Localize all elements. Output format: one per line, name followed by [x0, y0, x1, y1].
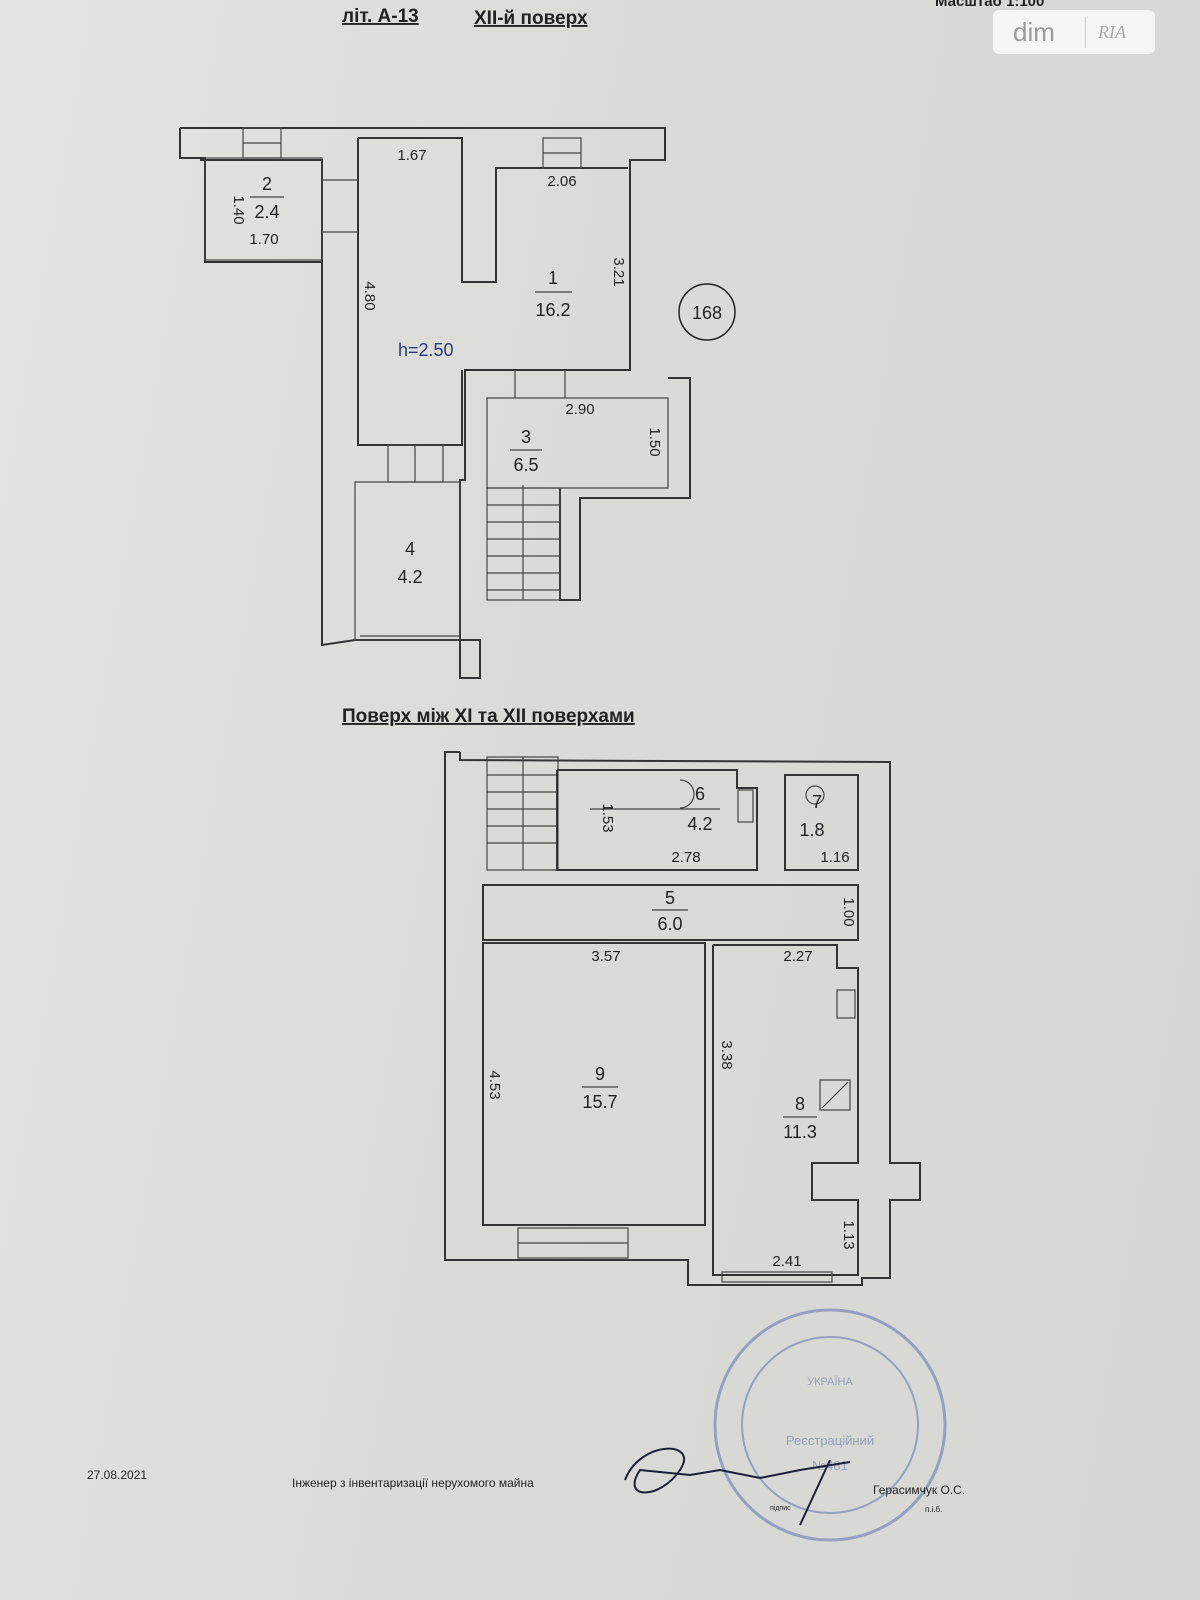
room-6-outline: [556, 769, 758, 871]
dimension: 1.50: [646, 427, 663, 456]
name-caption: п.і.б.: [925, 1505, 943, 1514]
building-number: 168: [692, 303, 722, 323]
dimension: 2.06: [547, 173, 576, 190]
dimension: 1.00: [840, 897, 857, 926]
room-number: 3: [521, 427, 531, 447]
room-area: 2.4: [254, 202, 279, 222]
floor-title: ХІІ-й поверх: [474, 8, 588, 29]
building-number-circle: [678, 283, 736, 341]
svg-text:Реєстраційний: Реєстраційний: [786, 1433, 874, 1448]
dimension: 2.27: [783, 948, 812, 965]
room-area: 6.5: [513, 455, 538, 475]
room-area: 4.2: [397, 567, 422, 587]
dimension: 1.13: [840, 1220, 857, 1249]
toilet-icon: [805, 785, 825, 805]
official-stamp: УКРАЇНА Реєстраційний №481: [713, 1308, 947, 1542]
dimension: 1.40: [230, 195, 247, 224]
room-5-outline: [482, 884, 859, 941]
room-number: 8: [795, 1094, 805, 1114]
room-area: 1.8: [799, 820, 824, 840]
ceiling-height: h=2.50: [398, 340, 454, 360]
room-area: 4.2: [687, 814, 712, 834]
logo-text-ria: RIA: [1098, 21, 1126, 42]
dimension: 1.16: [820, 849, 849, 866]
room-area: 15.7: [582, 1092, 617, 1112]
engineer-label: Інженер з інвентаризації нерухомого майн…: [292, 1476, 534, 1490]
dimension: 1.70: [249, 231, 278, 248]
room-number: 1: [548, 268, 558, 288]
logo-text-dim: dim: [993, 16, 1086, 48]
room-number: 5: [665, 888, 675, 908]
letter-heading: літ. А-13: [342, 6, 419, 27]
dimension: 3.21: [610, 257, 627, 286]
room-7-outline: [784, 774, 859, 871]
room-number: 9: [595, 1064, 605, 1084]
room-8-outline: [712, 944, 859, 1276]
signature-caption: підпис: [770, 1505, 791, 1512]
dimension: 2.41: [772, 1253, 801, 1270]
engineer-name: Герасимчук О.С.: [873, 1483, 966, 1497]
room-number: 7: [812, 792, 822, 812]
room-number: 6: [695, 784, 705, 804]
sink-icon: [836, 989, 856, 1019]
dimension: 3.38: [718, 1040, 735, 1069]
room-area: 11.3: [783, 1122, 817, 1142]
dimension: 1.53: [599, 803, 616, 832]
stairs: [486, 485, 561, 601]
windows-doors: [242, 127, 582, 637]
svg-text:УКРАЇНА: УКРАЇНА: [807, 1376, 853, 1388]
room-area: 6.0: [657, 914, 682, 934]
scale-label: Масштаб 1:100: [935, 0, 1044, 10]
lower-plan-title: Поверх між XI та XII поверхами: [342, 706, 635, 727]
dimension: 2.90: [565, 401, 594, 418]
document-date: 27.08.2021: [87, 1468, 148, 1482]
room-4-outline: [354, 481, 461, 641]
lower-floor-plan: 6 4.2 7 1.8 5 6.0 9 15.7 8 11.3 1.53 2.7…: [444, 751, 921, 1286]
room-9-outline: [482, 942, 706, 1226]
upper-floor-plan: 168 h=2.50 1 16.2 2 2.4 3 6.5 4 4.2 1.67…: [179, 127, 736, 679]
dimension: 4.80: [361, 281, 378, 310]
dimension: 4.53: [486, 1070, 503, 1099]
dimension: 3.57: [591, 948, 620, 965]
stairs: [486, 756, 559, 871]
room-3-outline: [486, 397, 669, 489]
stove-icon: [819, 1079, 851, 1111]
room-number: 4: [405, 539, 415, 559]
dimria-watermark-logo: dim RIA: [993, 10, 1155, 54]
dimension: 1.67: [397, 147, 426, 164]
room-area: 16.2: [535, 300, 570, 320]
sink-icon: [737, 789, 754, 823]
dimension: 2.78: [671, 849, 700, 866]
room-number: 2: [262, 174, 272, 194]
signature: [624, 1447, 851, 1526]
